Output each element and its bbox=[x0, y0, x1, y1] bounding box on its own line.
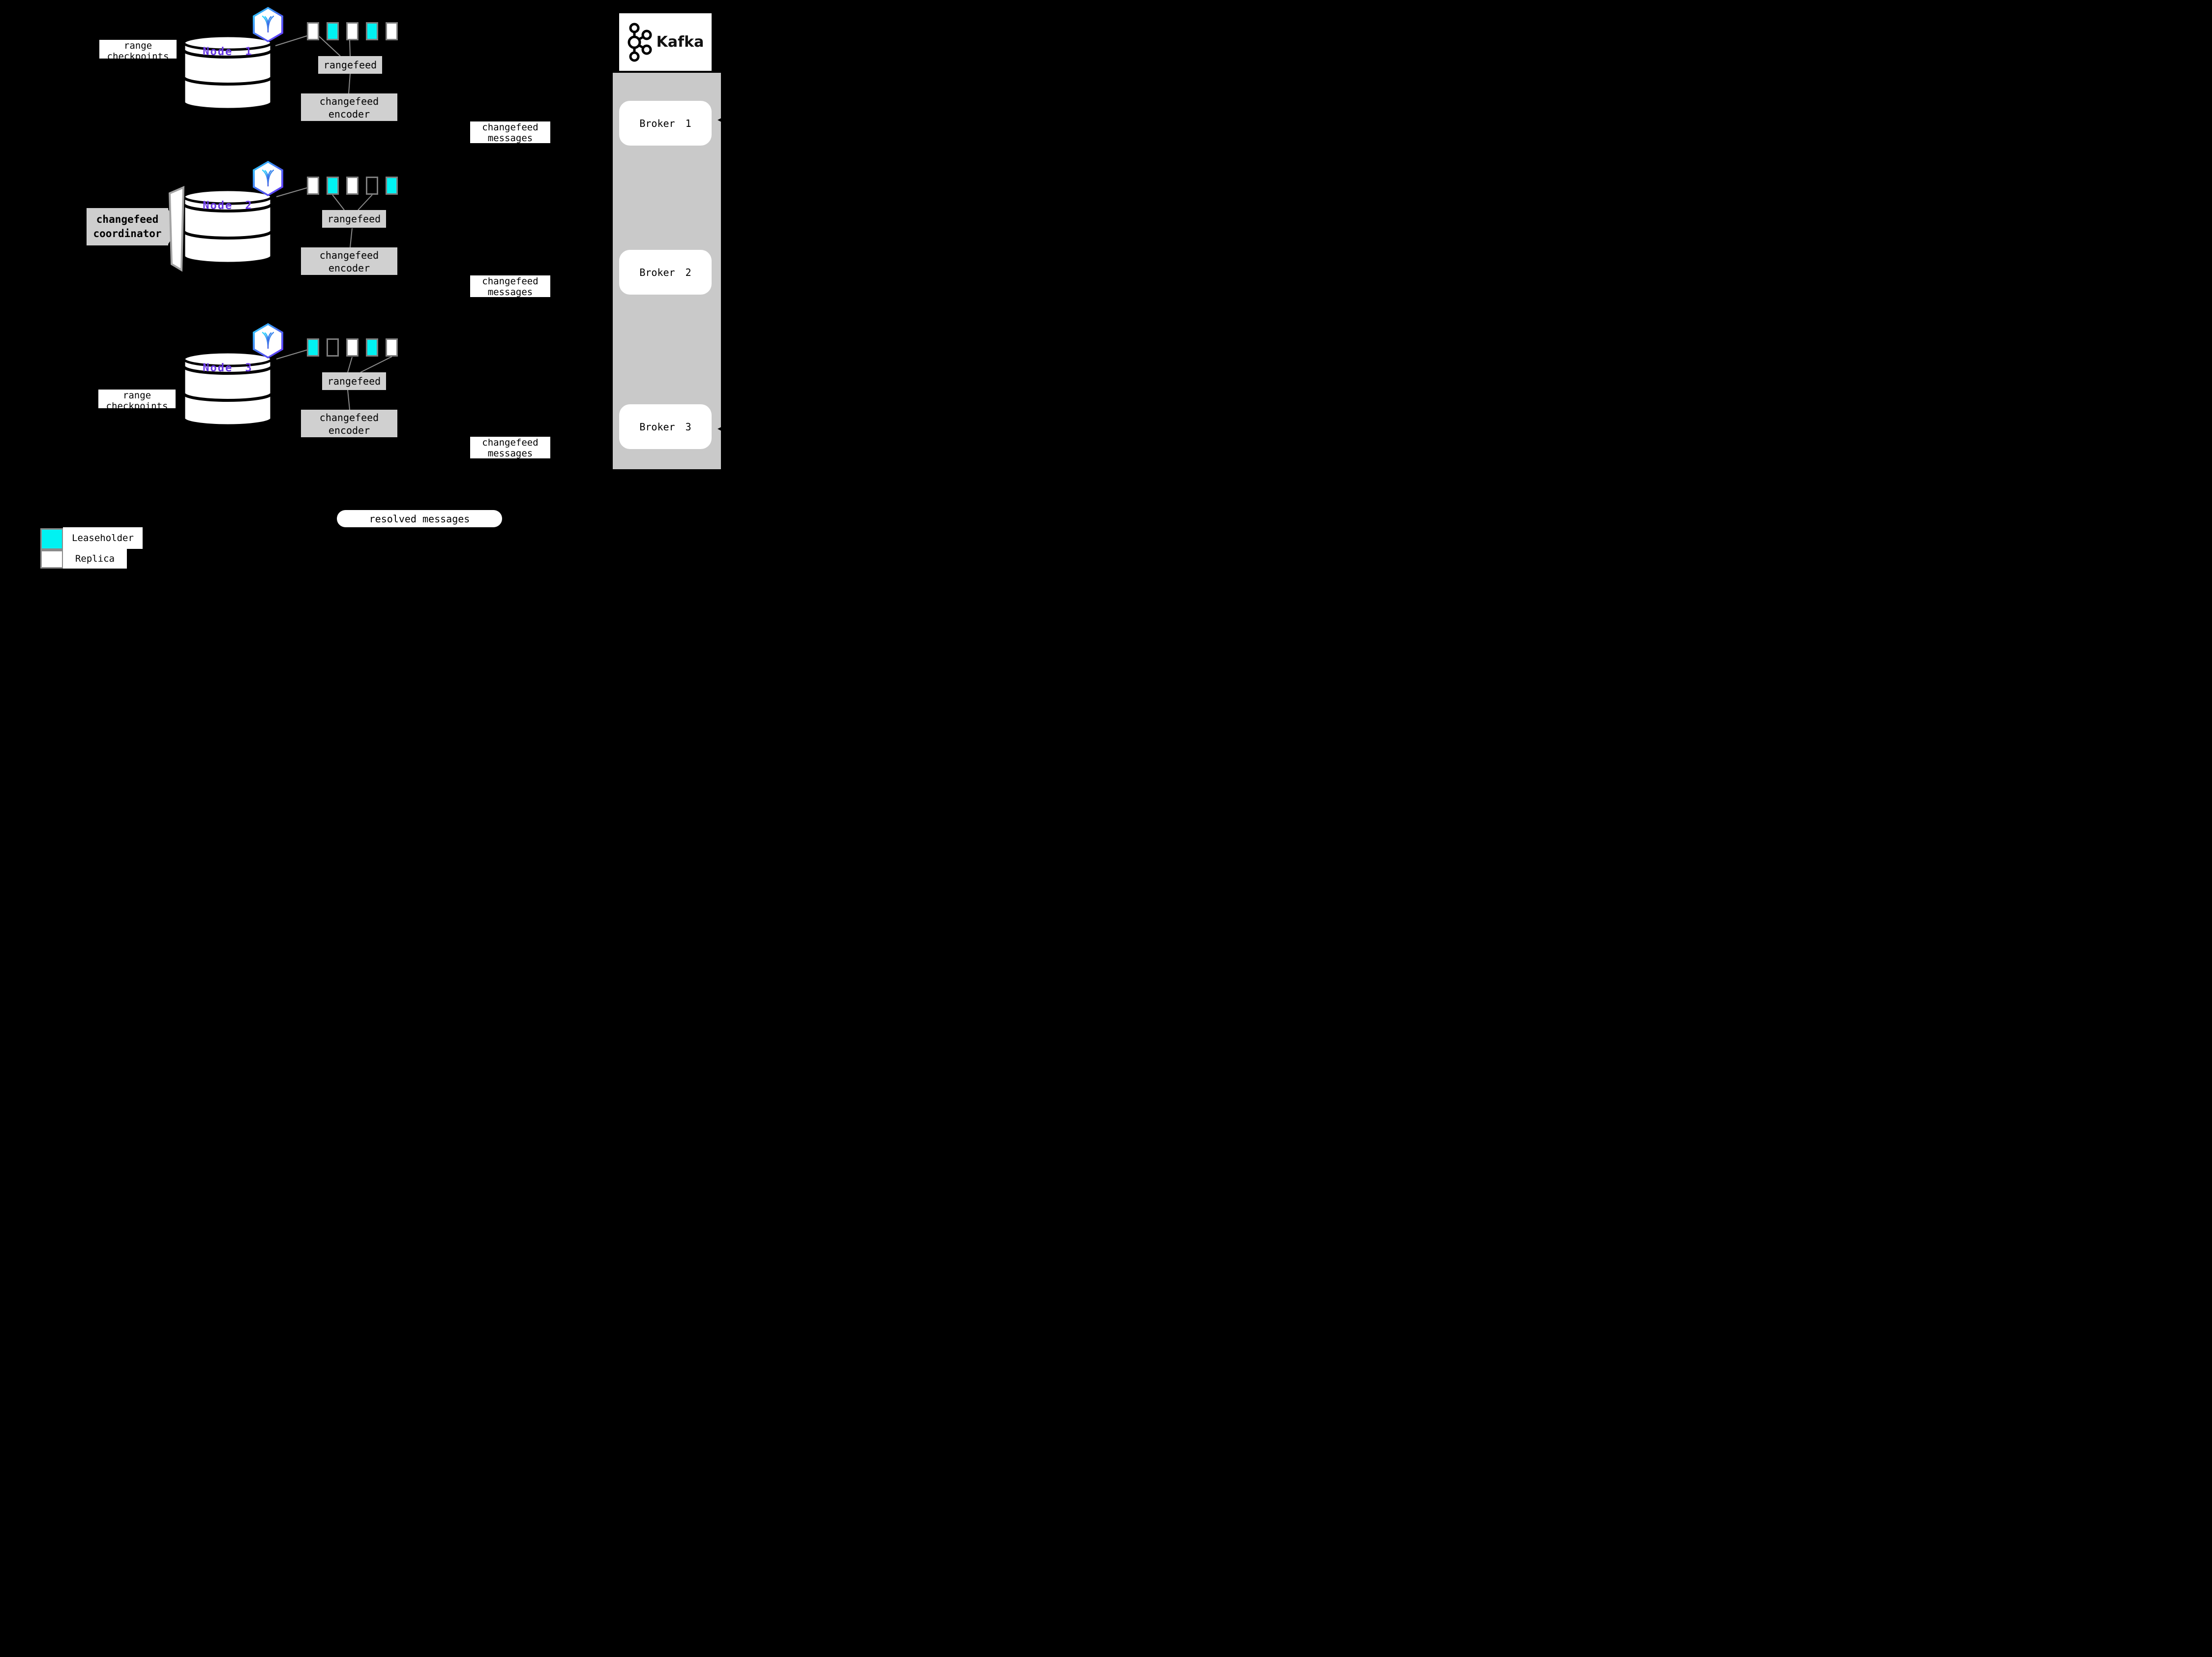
legend-replica-swatch bbox=[40, 550, 63, 569]
range-rect bbox=[346, 338, 359, 357]
node2-changefeed-encoder-box: changefeed encoder bbox=[301, 247, 397, 275]
node3-changefeed-messages-label: changefeed messages bbox=[470, 437, 550, 459]
node1-changefeed-messages-label: changefeed messages bbox=[470, 121, 550, 144]
changefeed-coordinator-label: changefeed coordinator bbox=[87, 208, 168, 245]
range-rect bbox=[307, 338, 319, 357]
range-rect bbox=[386, 177, 398, 195]
label-line: coordinator bbox=[93, 228, 162, 240]
database-cylinder-icon bbox=[182, 351, 273, 427]
node3-rangefeed-box: rangefeed bbox=[322, 372, 386, 390]
label-line: checkpoints bbox=[106, 401, 168, 408]
range-rect bbox=[386, 338, 398, 357]
node1-rangefeed-box: rangefeed bbox=[318, 56, 382, 74]
label-line: changefeed bbox=[96, 213, 159, 225]
range-rect bbox=[346, 177, 359, 195]
label-line: changefeed bbox=[482, 437, 538, 448]
range-rect bbox=[386, 22, 398, 40]
broker-3-box: Broker 3 bbox=[619, 404, 712, 449]
label-line: messages bbox=[487, 133, 533, 144]
label-line: messages bbox=[487, 287, 533, 298]
range-rect bbox=[366, 177, 378, 195]
coordinator-flag bbox=[168, 185, 185, 272]
label-line: changefeed bbox=[319, 249, 379, 261]
label-line: messages bbox=[487, 448, 533, 459]
node1-label: Node 1 bbox=[203, 46, 253, 58]
label-line: range bbox=[122, 390, 151, 401]
node1-changefeed-encoder-box: changefeed encoder bbox=[301, 93, 397, 121]
node2-label: Node 2 bbox=[203, 200, 253, 212]
range-rect bbox=[327, 338, 339, 357]
kafka-title: Kafka bbox=[656, 33, 704, 51]
label-line: encoder bbox=[328, 262, 370, 274]
arrowhead-broker1-icon bbox=[717, 117, 724, 123]
label-line: checkpoints bbox=[107, 51, 169, 59]
label-line: range bbox=[123, 40, 152, 51]
broker-1-box: Broker 1 bbox=[619, 101, 712, 146]
node1-cylinder: Node 1 bbox=[182, 18, 273, 111]
kafka-logo-icon bbox=[628, 23, 652, 61]
range-rect bbox=[307, 22, 319, 40]
range-rect bbox=[346, 22, 359, 40]
cockroachdb-logo-icon bbox=[262, 169, 274, 187]
legend-replica-label: Replica bbox=[63, 549, 127, 569]
database-cylinder-icon bbox=[182, 34, 273, 111]
legend-leaseholder-label: Leaseholder bbox=[63, 527, 143, 549]
node2-cylinder: Node 2 bbox=[182, 172, 273, 265]
node1-range-checkpoints-label: range checkpoints bbox=[99, 40, 177, 59]
broker-2-box: Broker 2 bbox=[619, 250, 712, 295]
label-line: changefeed bbox=[319, 412, 379, 423]
node3-label: Node 3 bbox=[203, 362, 253, 374]
label-line: changefeed bbox=[319, 95, 379, 107]
node2-range-row bbox=[307, 177, 398, 195]
label-line: changefeed bbox=[482, 276, 538, 287]
connector-lines bbox=[168, 35, 724, 432]
node2-rangefeed-box: rangefeed bbox=[322, 210, 386, 228]
legend-leaseholder-swatch bbox=[40, 528, 63, 550]
range-rect bbox=[366, 22, 378, 40]
cockroachdb-badge-node2 bbox=[253, 161, 283, 196]
label-line: encoder bbox=[328, 108, 370, 120]
node3-cylinder: Node 3 bbox=[182, 334, 273, 427]
cockroachdb-logo-icon bbox=[262, 331, 274, 349]
node3-range-row bbox=[307, 338, 398, 357]
node1-range-row bbox=[307, 22, 398, 40]
arrowhead-broker3-icon bbox=[717, 425, 724, 432]
node3-changefeed-encoder-box: changefeed encoder bbox=[301, 410, 397, 437]
kafka-logo-panel: Kafka bbox=[619, 13, 712, 71]
range-rect bbox=[327, 22, 339, 40]
label-line: encoder bbox=[328, 424, 370, 436]
cockroachdb-logo-icon bbox=[262, 15, 274, 33]
resolved-messages-label: resolved messages bbox=[337, 510, 502, 527]
range-rect bbox=[307, 177, 319, 195]
diagram-canvas: Node 1 Node 2 Node 3 bbox=[0, 0, 771, 577]
node2-changefeed-messages-label: changefeed messages bbox=[470, 275, 550, 298]
range-rect bbox=[366, 338, 378, 357]
node3-range-checkpoints-label: range checkpoints bbox=[98, 390, 176, 408]
label-line: changefeed bbox=[482, 122, 538, 133]
range-rect bbox=[327, 177, 339, 195]
